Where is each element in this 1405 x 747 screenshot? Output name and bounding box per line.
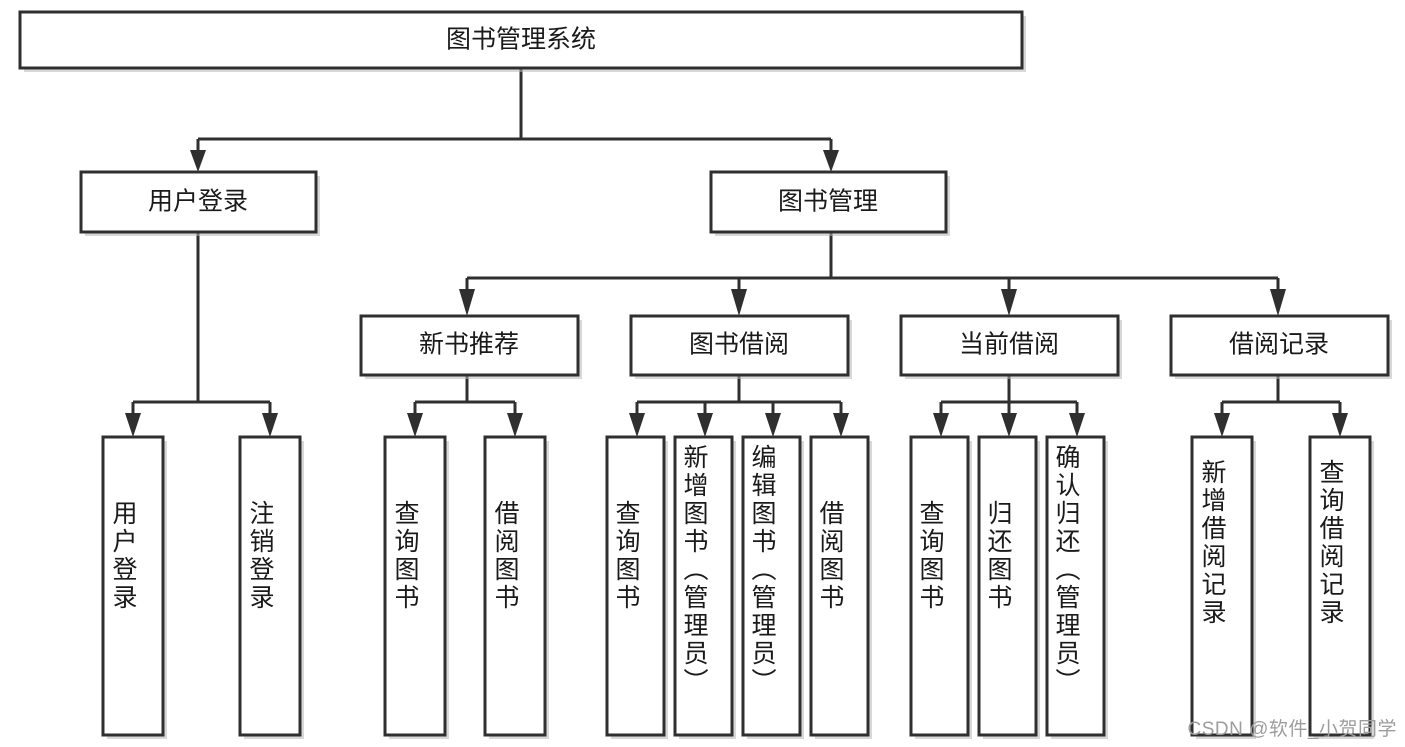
watermark-text: CSDN @软件_小贺同学 [1187,719,1397,740]
arrow-root-to-book-management [823,150,839,172]
node-leaf-add-book[interactable] [673,435,736,739]
arrow-userlogin-leaf-2 [262,413,278,437]
node-leaf-query-book-1[interactable] [383,435,449,739]
connectors-layer [125,68,1348,437]
node-borrow-record[interactable]: 借阅记录 [1169,314,1392,379]
node-book-borrow-label: 图书借阅 [689,331,789,359]
node-current-borrow[interactable]: 当前借阅 [899,314,1122,379]
node-leaf-query-book-3[interactable] [909,435,972,739]
node-leaf-edit-book[interactable] [741,435,804,739]
node-current-borrow-label: 当前借阅 [959,331,1059,359]
arrow-bookborrow-leaf-2 [697,413,713,437]
arrow-currentborrow-leaf-2 [1001,413,1017,437]
arrow-userlogin-leaf-1 [125,413,141,437]
nodes-layer: 图书管理系统 用户登录 图书管理 新书推荐 [18,10,1392,739]
node-borrow-record-label: 借阅记录 [1229,331,1329,359]
node-leaf-return-book[interactable] [977,435,1040,739]
arrow-bookborrow-leaf-4 [833,413,849,437]
node-new-book-recommend[interactable]: 新书推荐 [359,314,582,379]
node-book-management[interactable]: 图书管理 [709,170,950,236]
arrow-newbook-leaf-2 [507,413,523,437]
arrow-bookmgmt-to-book-borrow [731,289,747,316]
arrow-bookborrow-leaf-3 [765,413,781,437]
node-root-label: 图书管理系统 [446,26,596,54]
arrow-bookmgmt-to-current-borrow [1001,289,1017,316]
node-leaf-add-record[interactable] [1190,435,1256,739]
arrow-bookmgmt-to-new-book [459,289,475,316]
node-leaf-borrow-book-1[interactable] [483,435,549,739]
node-leaf-query-record[interactable] [1308,435,1374,739]
node-leaf-logout[interactable] [238,435,304,739]
node-leaf-query-book-2[interactable] [605,435,668,739]
arrow-bookborrow-leaf-1 [629,413,645,437]
node-leaf-user-login[interactable] [101,435,167,739]
node-leaf-confirm-return[interactable] [1045,435,1108,739]
arrow-root-to-user-login [190,150,206,172]
node-leaf-borrow-book-2[interactable] [809,435,872,739]
node-user-login-label: 用户登录 [148,188,248,216]
node-book-borrow[interactable]: 图书借阅 [629,314,852,379]
arrow-currentborrow-leaf-1 [933,413,949,437]
arrow-borrowrecord-leaf-2 [1332,413,1348,437]
arrow-newbook-leaf-1 [407,413,423,437]
arrow-borrowrecord-leaf-1 [1214,413,1230,437]
arrow-currentborrow-leaf-3 [1069,413,1085,437]
arrow-bookmgmt-to-borrow-record [1270,289,1286,316]
node-book-management-label: 图书管理 [778,188,878,216]
node-root[interactable]: 图书管理系统 [18,10,1026,72]
node-user-login[interactable]: 用户登录 [79,170,320,236]
node-new-book-recommend-label: 新书推荐 [419,331,519,359]
